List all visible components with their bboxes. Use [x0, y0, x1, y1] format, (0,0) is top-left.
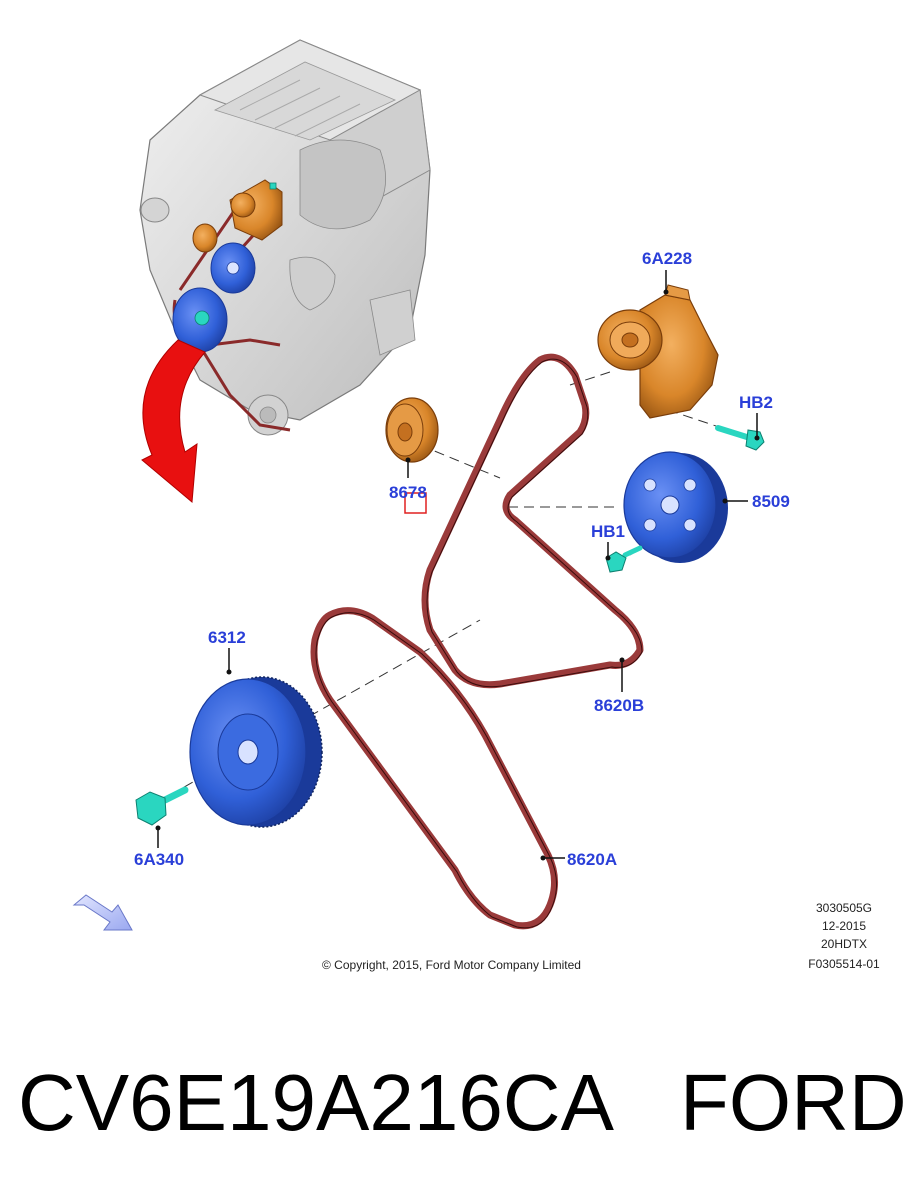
bolt-hb2 [715, 425, 765, 451]
engine-water-pump-small [210, 242, 256, 294]
callout-8620a: 8620A [567, 850, 617, 869]
copyright-text: © Copyright, 2015, Ford Motor Company Li… [322, 958, 581, 972]
callout-hb2: HB2 [739, 393, 773, 412]
brand-name: FORD [680, 1058, 907, 1147]
highlight-box [404, 492, 427, 514]
callout-8509: 8509 [752, 492, 790, 511]
belt-8620b [421, 353, 644, 689]
front-direction-arrow [72, 894, 133, 931]
belt-8620b-edge [426, 358, 643, 688]
callout-6a228: 6A228 [642, 249, 692, 268]
leader-dots [155, 289, 760, 861]
callout-8620b: 8620B [594, 696, 644, 715]
water-pump-pulley-8509 [623, 451, 728, 563]
callout-8678: 8678 [389, 483, 427, 502]
engine-sensor-cyan [269, 182, 277, 190]
callout-6312: 6312 [208, 628, 246, 647]
bolt-hb1 [605, 545, 643, 573]
leader-lines [157, 270, 758, 859]
ref-engine-code: 20HDTX [821, 937, 867, 951]
tensioner-6a228 [597, 284, 719, 419]
crank-bolt-6a340 [135, 786, 189, 826]
engine-tensioner-small [229, 179, 283, 241]
callout-hb1: HB1 [591, 522, 625, 541]
belt-8620a [310, 607, 558, 930]
belt-8620a-edge [315, 612, 557, 929]
engine-idler-small [192, 223, 218, 253]
callout-6a340: 6A340 [134, 850, 184, 869]
ref-figure-id: F0305514-01 [808, 957, 880, 971]
ref-date: 12-2015 [822, 919, 866, 933]
part-number: CV6E19A216CA [18, 1058, 615, 1147]
ref-code: 3030505G [816, 901, 872, 915]
idler-pulley-8678 [385, 397, 439, 463]
engine-crank-pulley-small [172, 287, 228, 353]
crankshaft-pulley-6312 [189, 676, 323, 828]
red-curved-arrow [141, 339, 206, 504]
